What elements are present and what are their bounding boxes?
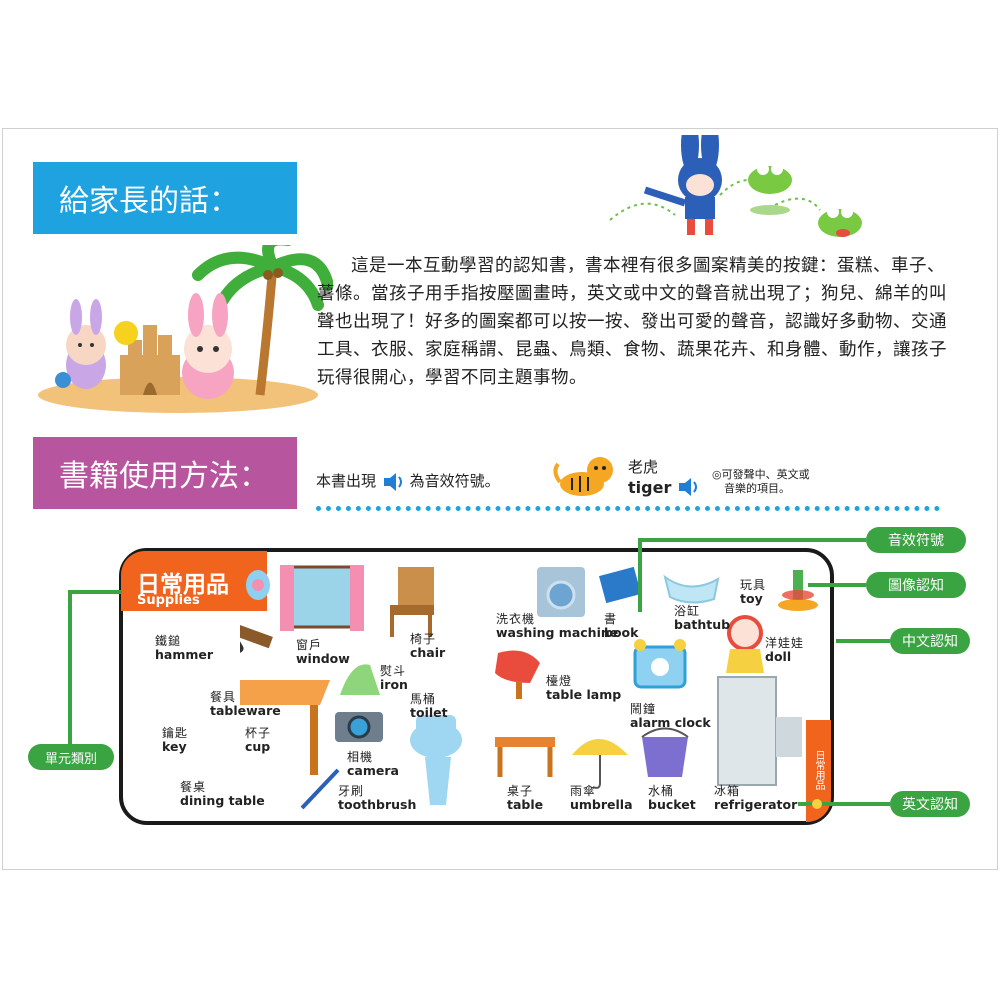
bunny-frogs-illustration [609,135,862,237]
usage-text-before: 本書出現 [316,472,377,490]
beach-illustration [38,245,333,413]
callout-chinese-recognition: 中文認知 [890,628,970,654]
usage-instruction: 本書出現 為音效符號。 [316,470,500,493]
usage-heading: 書籍使用方法： [33,437,297,509]
tiger-icon [553,457,613,496]
usage-text-after: 為音效符號。 [409,472,500,490]
speaker-icon [383,472,402,491]
unit-header: 日常用品 Supplies [121,551,267,611]
callout-image-recognition: 圖像認知 [866,572,966,598]
unit-title-zh: 日常用品 [137,572,229,598]
parents-paragraph: 這是一本互動學習的認知書，書本裡有很多圖案精美的按鍵：蛋糕、車子、薯條。當孩子用… [317,256,947,388]
usage-note-line2: 音樂的項目。 [724,482,790,495]
page-frame [2,128,998,870]
parents-heading: 給家長的話： [33,162,297,234]
tiger-zh-label: 老虎 [628,458,659,476]
usage-note-line1: ◎可發聲中、英文或 [712,468,810,481]
speaker-icon [679,478,697,496]
tiger-en-label: tiger [628,478,672,497]
callout-english-recognition: 英文認知 [890,791,970,817]
item-pictures [240,565,818,810]
callout-sound-symbol: 音效符號 [866,527,966,553]
callout-unit-category: 單元類別 [28,744,114,770]
unit-title-en: Supplies [137,593,200,608]
dotted-divider [316,506,940,511]
